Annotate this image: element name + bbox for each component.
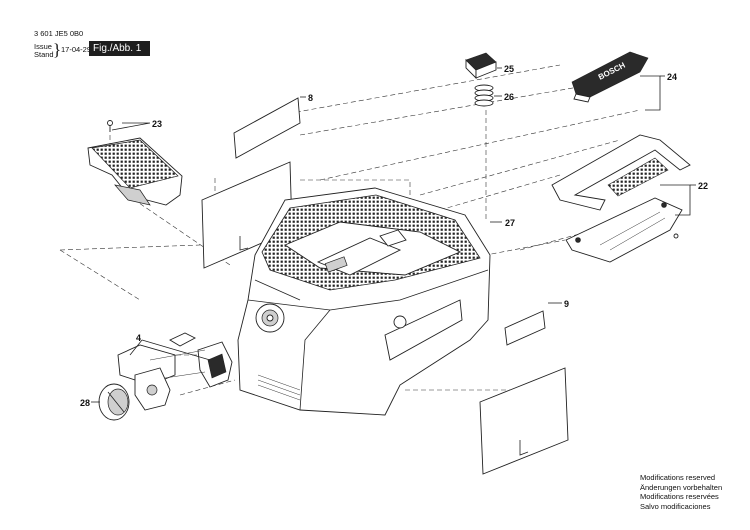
lower-label-card — [479, 367, 569, 475]
modifications-notice: Modifications reserved Änderungen vorbeh… — [640, 473, 722, 511]
callout-numbers: 8 23 25 26 24 22 27 9 4 28 — [80, 64, 708, 408]
main-housing — [237, 187, 491, 416]
part-24-handle-cover: BOSCH — [571, 51, 649, 103]
callout-26: 26 — [504, 92, 514, 102]
brace-glyph: } — [53, 40, 62, 59]
part-23-mesh-cover — [87, 120, 183, 206]
callout-27: 27 — [505, 218, 515, 228]
part-28-knob — [98, 383, 130, 421]
figure-label: Fig./Abb. 1 — [89, 41, 150, 56]
callout-8: 8 — [308, 93, 313, 103]
modifications-line-de: Änderungen vorbehalten — [640, 482, 723, 492]
issue-date: 17-04-29 — [61, 45, 92, 54]
callout-23: 23 — [152, 119, 162, 129]
part-22-handle — [551, 134, 691, 263]
callout-28: 28 — [80, 398, 90, 408]
callout-4: 4 — [136, 333, 141, 343]
callout-9: 9 — [564, 299, 569, 309]
issue-label: Issue — [34, 42, 52, 51]
modifications-line-es: Salvo modificaciones — [640, 501, 711, 511]
part-4-switch-assembly — [117, 332, 233, 411]
stand-label: Stand — [34, 50, 54, 59]
callout-24: 24 — [667, 72, 677, 82]
document-number: 3 601 JE5 0B0 — [34, 29, 84, 38]
callout-22: 22 — [698, 181, 708, 191]
part-8-label — [233, 97, 301, 159]
part-25-clip — [465, 52, 497, 80]
part-9-label — [504, 310, 546, 346]
callout-25: 25 — [504, 64, 514, 74]
part-26-spring — [474, 84, 494, 107]
modifications-line-fr: Modifications reservées — [640, 492, 719, 501]
modifications-line-en: Modifications reserved — [640, 473, 716, 482]
callout-leaders — [91, 67, 696, 403]
